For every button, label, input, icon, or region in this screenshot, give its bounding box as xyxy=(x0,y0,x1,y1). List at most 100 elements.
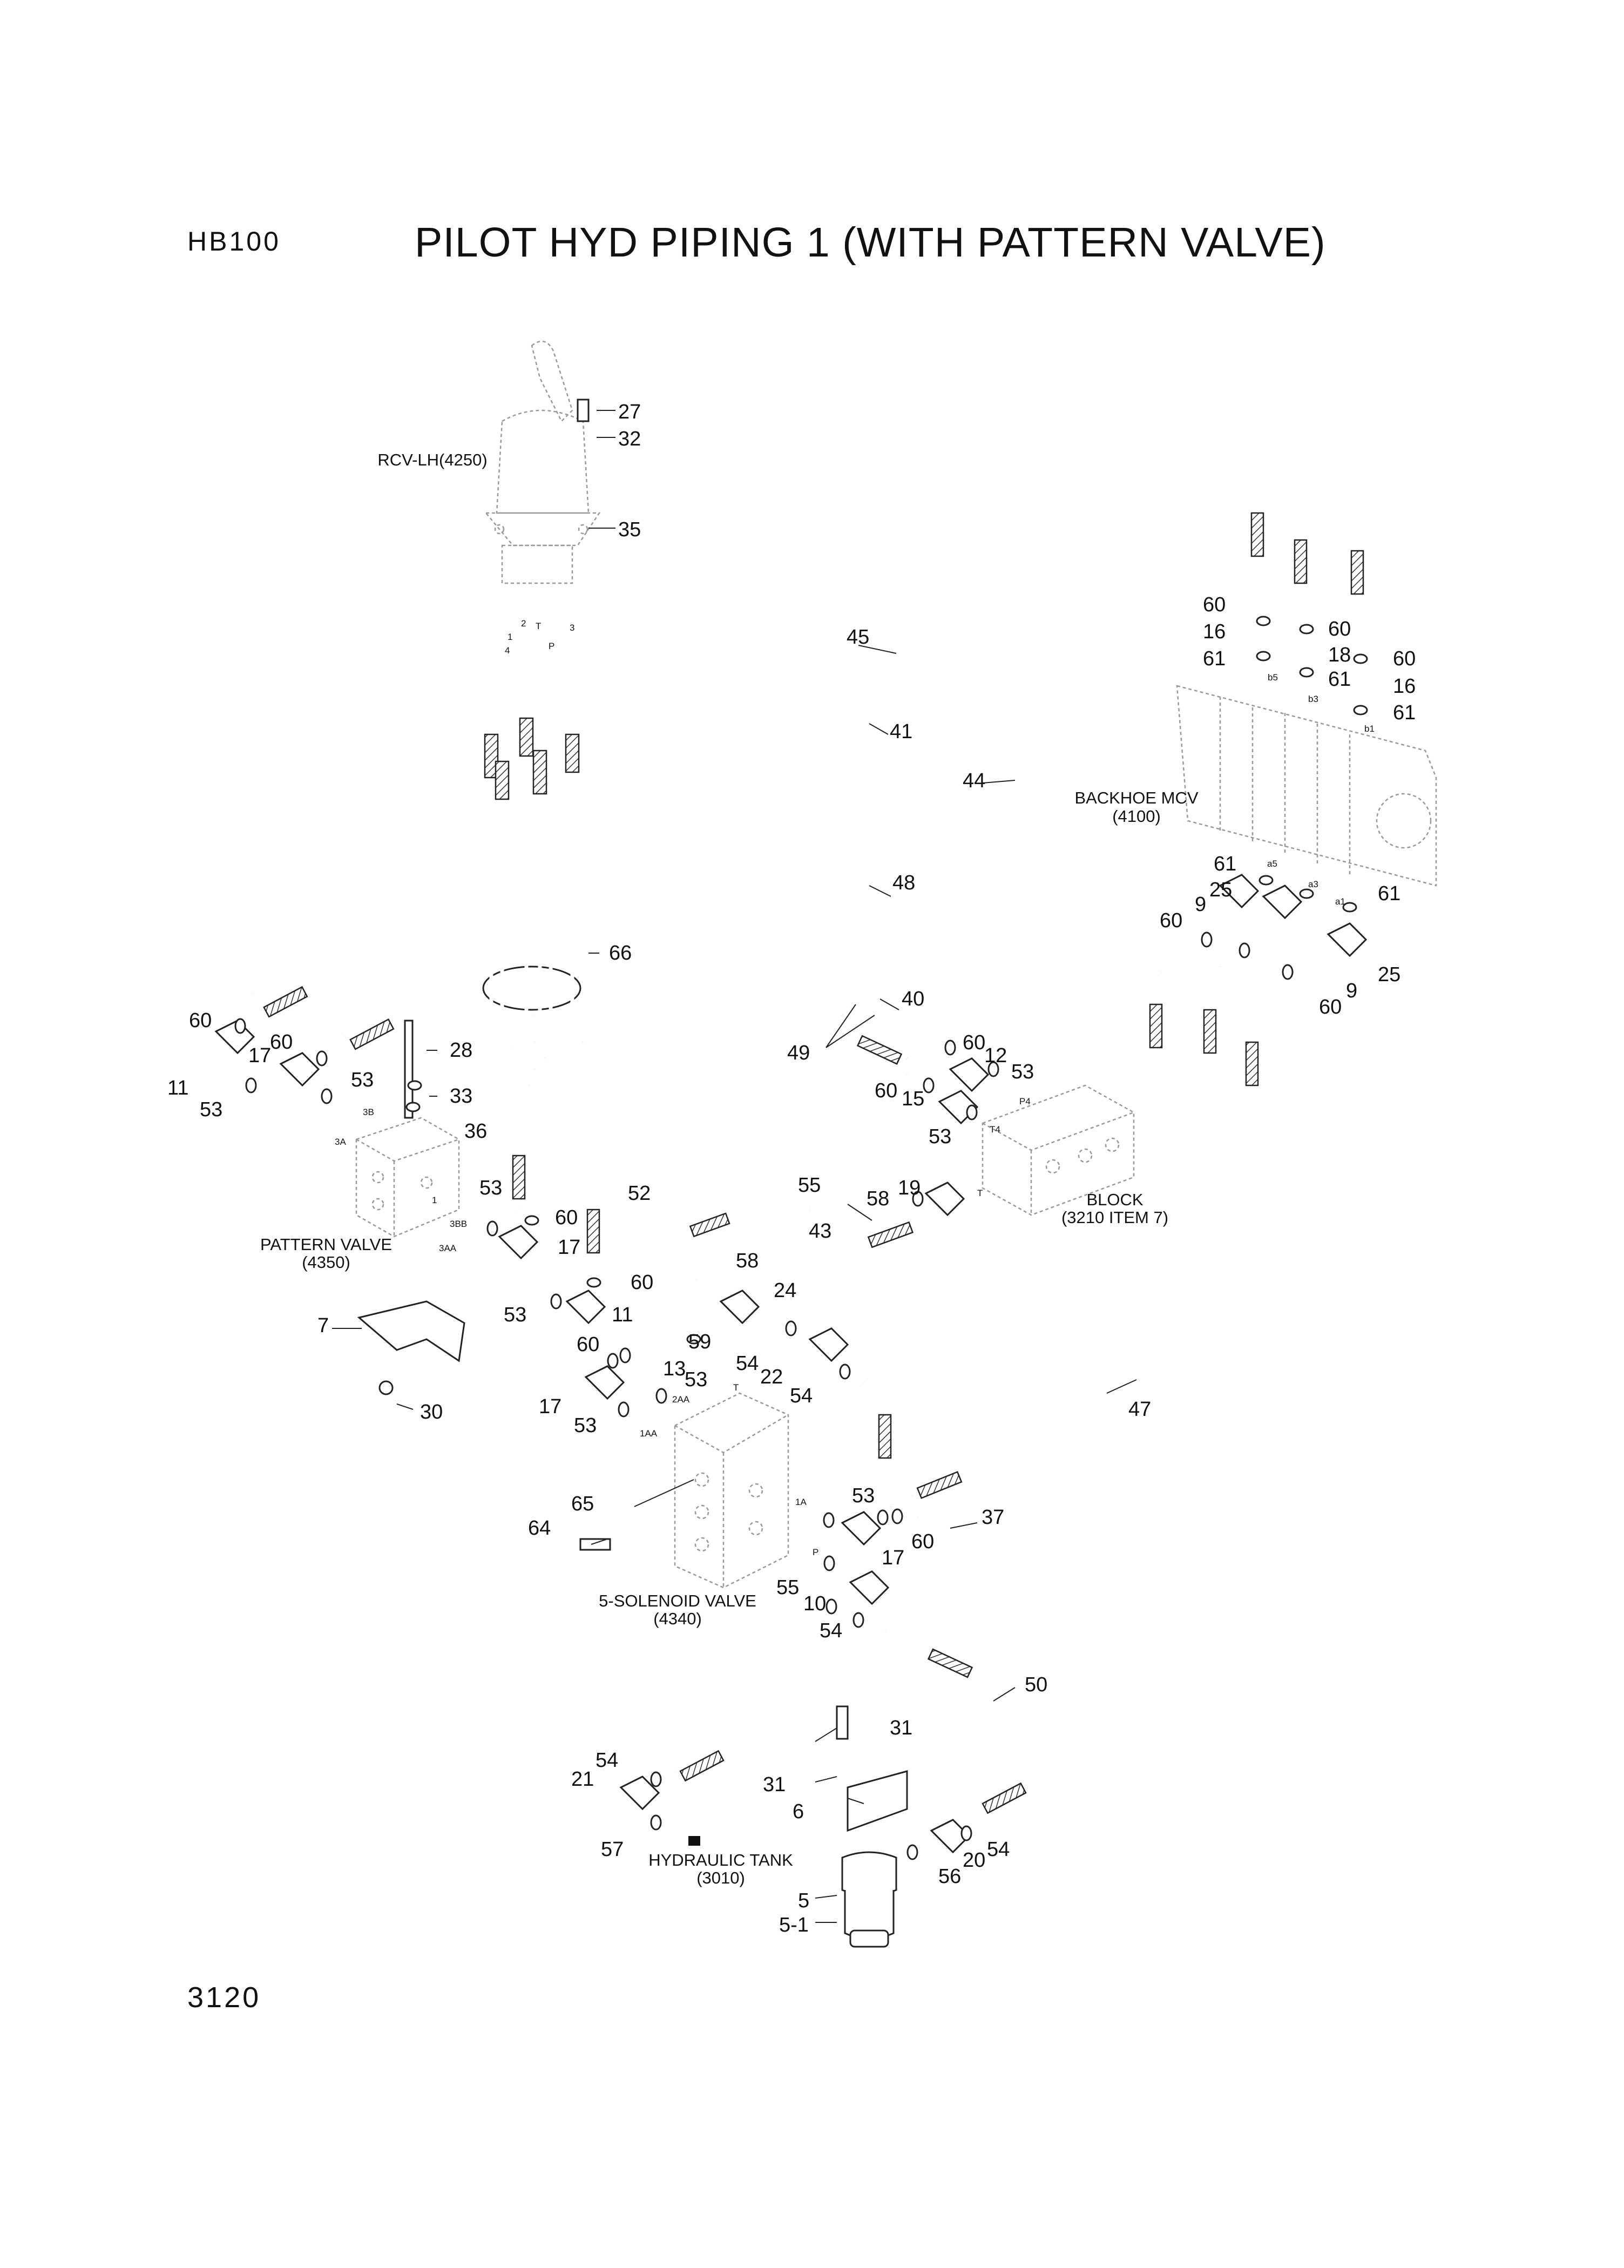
callout: 53 xyxy=(852,1484,875,1507)
callout: 53 xyxy=(929,1125,951,1148)
model-code: HB100 xyxy=(187,226,281,256)
port-label: b5 xyxy=(1268,672,1278,683)
port-label: 4 xyxy=(505,645,510,656)
pattern-valve-label-name: PATTERN VALVE xyxy=(260,1235,392,1254)
callout: 60 xyxy=(1160,909,1182,932)
port-label: a1 xyxy=(1335,896,1345,907)
fittings xyxy=(214,399,1368,1854)
callout: 60 xyxy=(577,1333,599,1356)
callout: 43 xyxy=(809,1220,831,1243)
callout: 37 xyxy=(982,1506,1004,1529)
port-label: a3 xyxy=(1308,879,1318,889)
callout: 21 xyxy=(571,1768,594,1791)
callout: 45 xyxy=(847,626,869,649)
port-label: 3B xyxy=(363,1107,374,1117)
port-label: a5 xyxy=(1267,859,1277,869)
callout: 53 xyxy=(574,1414,597,1437)
port-label: b3 xyxy=(1308,694,1318,704)
callout: 27 xyxy=(618,401,641,423)
port-label: 1A xyxy=(795,1497,807,1507)
port-label: T4 xyxy=(990,1124,1000,1135)
block-3210 xyxy=(982,1084,1135,1216)
callout: 28 xyxy=(450,1039,472,1062)
callout: 58 xyxy=(867,1187,889,1210)
callout: 5 xyxy=(798,1889,809,1912)
page-title: PILOT HYD PIPING 1 (WITH PATTERN VALVE) xyxy=(415,219,1326,266)
callout: 30 xyxy=(420,1401,443,1423)
port-label: T xyxy=(536,621,541,631)
callout: 11 xyxy=(167,1077,188,1099)
port-label: b1 xyxy=(1364,724,1375,734)
callout: 60 xyxy=(1393,647,1416,670)
callout: 32 xyxy=(618,428,641,450)
tank-label-name: HYDRAULIC TANK xyxy=(648,1851,793,1869)
component-labels: RCV-LH(4250) BACKHOE MCV (4100) PATTERN … xyxy=(260,450,1199,1887)
callout: 33 xyxy=(450,1085,472,1108)
callout: 55 xyxy=(798,1174,821,1197)
block-label-code: (3210 ITEM 7) xyxy=(1061,1208,1168,1227)
callout: 53 xyxy=(351,1069,374,1091)
port-label: 1 xyxy=(508,632,512,642)
callout: 55 xyxy=(776,1576,799,1599)
callout: 41 xyxy=(890,720,912,743)
callout: 60 xyxy=(1203,593,1226,616)
line-filter xyxy=(841,1770,908,1948)
port-label: P xyxy=(549,641,554,651)
callout: 53 xyxy=(685,1368,707,1391)
port-labels: 1 2 3 4 T P b5 b3 b1 a5 a3 a1 3B 3A 3BB … xyxy=(335,618,1375,1557)
callout: 61 xyxy=(1393,701,1416,724)
callout: 16 xyxy=(1203,620,1226,643)
callout: 53 xyxy=(479,1177,502,1199)
callout: 53 xyxy=(200,1098,222,1121)
callout: 5-1 xyxy=(779,1914,809,1936)
leader-lines xyxy=(332,410,1137,1923)
callout: 49 xyxy=(787,1042,810,1064)
callout: 18 xyxy=(1328,644,1351,666)
port-label: 1 xyxy=(432,1195,437,1205)
port-label: 2 xyxy=(521,618,526,629)
callout: 60 xyxy=(270,1031,293,1054)
callout: 60 xyxy=(189,1009,212,1032)
port-label: 3AA xyxy=(439,1243,457,1253)
page-number: 3120 xyxy=(187,1981,261,2014)
callout: 11 xyxy=(612,1304,633,1326)
callout: 61 xyxy=(1214,853,1236,875)
square-marker-icon xyxy=(688,1836,700,1846)
solenoid-valve-block xyxy=(674,1392,789,1589)
port-label: P xyxy=(813,1547,818,1557)
mcv-label-name: BACKHOE MCV xyxy=(1074,788,1198,807)
callout: 16 xyxy=(1393,675,1416,698)
callout: 17 xyxy=(248,1044,271,1067)
callout: 66 xyxy=(609,942,632,964)
callout: 35 xyxy=(618,518,641,541)
rcv-label: RCV-LH(4250) xyxy=(377,450,487,469)
port-label: P4 xyxy=(1019,1096,1031,1106)
port-label: T xyxy=(977,1188,983,1198)
callout: 17 xyxy=(539,1395,561,1418)
callout: 31 xyxy=(890,1717,912,1739)
callout-numbers: 27 32 35 60 16 61 60 18 60 61 16 61 45 4… xyxy=(167,401,1416,1936)
callout: 13 xyxy=(663,1358,686,1380)
callout: 19 xyxy=(898,1177,921,1199)
solenoid-label-name: 5-SOLENOID VALVE xyxy=(599,1591,756,1610)
callout: 60 xyxy=(631,1271,653,1294)
callout: 53 xyxy=(1011,1061,1034,1083)
mcv-label-code: (4100) xyxy=(1112,807,1161,826)
callout: 24 xyxy=(774,1279,796,1302)
callout: 54 xyxy=(790,1385,813,1407)
block-label-name: BLOCK xyxy=(1086,1190,1143,1209)
callout: 61 xyxy=(1328,668,1351,691)
callout: 9 xyxy=(1195,893,1206,916)
callout: 7 xyxy=(317,1314,329,1337)
callout: 48 xyxy=(892,872,915,894)
callout: 40 xyxy=(902,988,924,1010)
callout: 54 xyxy=(820,1619,842,1642)
callout: 9 xyxy=(1346,980,1357,1002)
callout: 58 xyxy=(736,1250,759,1272)
callout: 60 xyxy=(875,1079,897,1102)
callout: 25 xyxy=(1209,879,1232,901)
callout: 50 xyxy=(1025,1673,1047,1696)
port-label: 3BB xyxy=(450,1219,467,1229)
port-label: 3 xyxy=(570,623,574,633)
